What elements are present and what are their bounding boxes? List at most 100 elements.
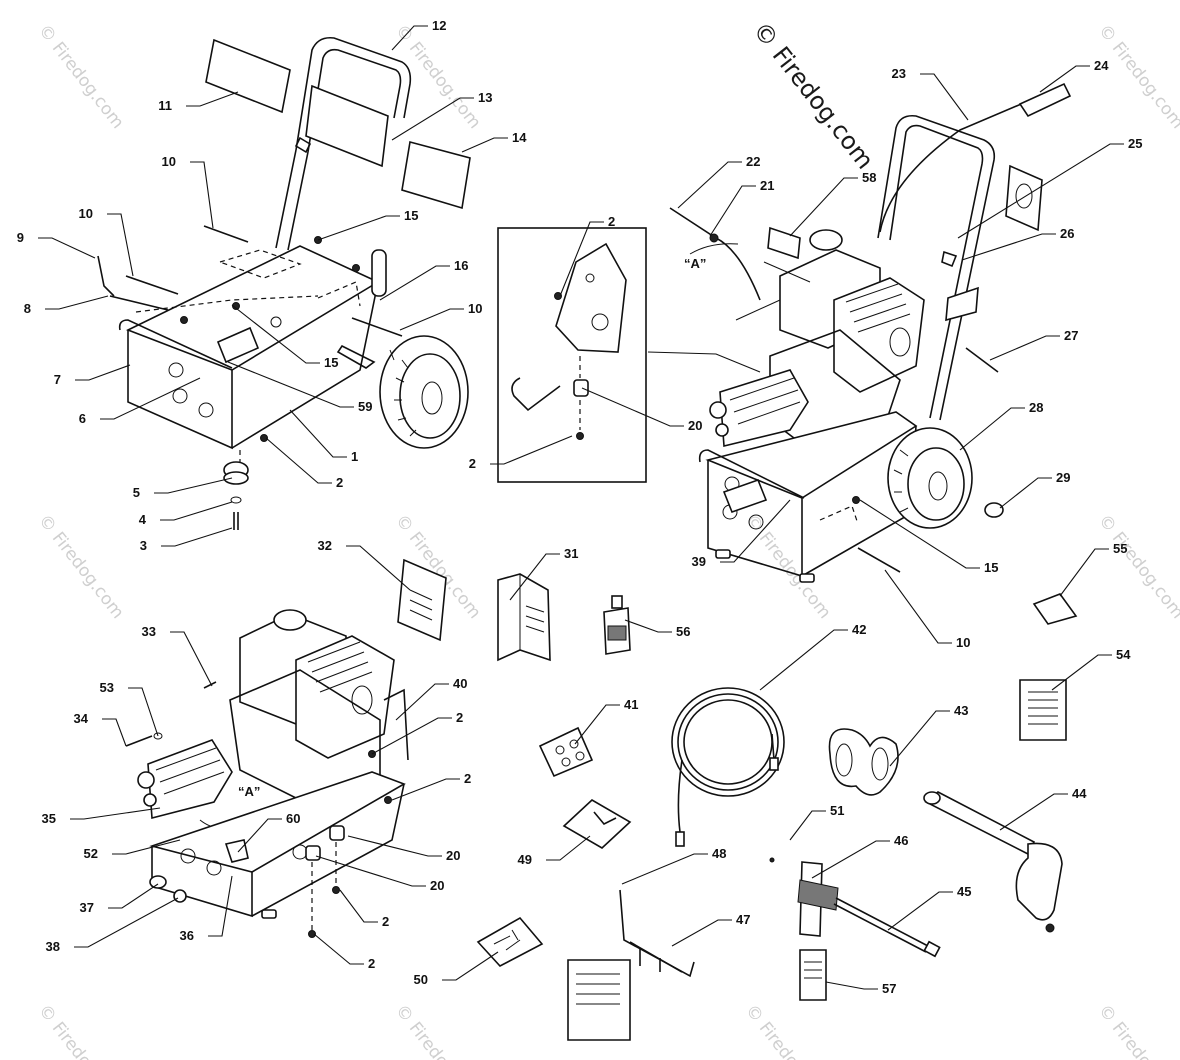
leader-line xyxy=(461,137,508,153)
callout-number: 48 xyxy=(712,846,726,861)
callout-number: 12 xyxy=(432,18,446,33)
callout-number: 27 xyxy=(1064,328,1078,343)
callout-35: 35 xyxy=(42,807,161,826)
callout-number: 54 xyxy=(1116,647,1131,662)
loose-parts xyxy=(397,558,1078,1041)
callout-36: 36 xyxy=(180,875,233,943)
leader-line xyxy=(759,629,848,691)
callout-number: 2 xyxy=(608,214,615,229)
callout-number: 52 xyxy=(84,846,98,861)
leader-line xyxy=(999,477,1052,509)
callout-number: 15 xyxy=(324,355,338,370)
callout-28: 28 xyxy=(959,400,1043,451)
callout-46: 46 xyxy=(811,833,908,879)
leader-line xyxy=(102,718,127,747)
callout-number: 23 xyxy=(892,66,906,81)
callout-number: 58 xyxy=(862,170,876,185)
leader-line xyxy=(720,499,791,563)
frame-assembly xyxy=(97,36,471,530)
leader-line xyxy=(1051,654,1112,691)
callout-number: 42 xyxy=(852,622,866,637)
leader-line xyxy=(391,97,474,141)
leader-line xyxy=(509,553,560,601)
callout-10: 10 xyxy=(162,154,214,229)
leader-line xyxy=(231,304,320,364)
callout-number: 33 xyxy=(142,624,156,639)
callout-number: 44 xyxy=(1072,786,1087,801)
assembled-unit: “A” xyxy=(669,82,1072,583)
callout-50: 50 xyxy=(414,951,499,987)
callout-34: 34 xyxy=(74,711,127,747)
callout-41: 41 xyxy=(574,697,638,745)
leader-line xyxy=(581,387,684,427)
callout-55: 55 xyxy=(1059,541,1127,597)
leader-line xyxy=(74,897,179,948)
leader-line xyxy=(957,143,1124,239)
leader-line xyxy=(45,295,109,310)
callout-number: 59 xyxy=(358,399,372,414)
leader-line xyxy=(442,951,499,981)
leader-line xyxy=(391,778,460,801)
callout-number: 43 xyxy=(954,703,968,718)
leader-line xyxy=(289,409,347,458)
leader-line xyxy=(395,683,449,721)
callout-number: 55 xyxy=(1113,541,1127,556)
callout-45: 45 xyxy=(887,884,971,931)
callout-2: 2 xyxy=(469,435,573,471)
callout-number: 60 xyxy=(286,811,300,826)
callout-57: 57 xyxy=(825,981,896,996)
leader-line xyxy=(399,308,464,331)
callout-47: 47 xyxy=(671,912,750,947)
leader-line xyxy=(339,889,378,923)
leader-line xyxy=(227,361,354,408)
leader-line xyxy=(811,840,890,879)
watermark-text: © Firedog.com xyxy=(741,511,835,623)
callout-59: 59 xyxy=(227,361,372,414)
callout-38: 38 xyxy=(46,897,179,954)
callout-number: 51 xyxy=(830,803,844,818)
leader-line xyxy=(490,435,573,465)
leader-line xyxy=(128,687,159,737)
callout-39: 39 xyxy=(692,499,791,569)
callout-3: 3 xyxy=(140,527,233,553)
callout-number: 16 xyxy=(454,258,468,273)
leader-line xyxy=(160,501,233,521)
leader-line xyxy=(574,704,620,745)
watermark-text: © Firedog.com xyxy=(391,1001,485,1060)
callout-10: 10 xyxy=(399,301,482,331)
leader-line xyxy=(709,185,756,237)
callout-number: 2 xyxy=(469,456,476,471)
leader-line xyxy=(100,377,201,420)
callout-10: 10 xyxy=(884,569,970,650)
leader-line xyxy=(1039,65,1090,93)
leader-line xyxy=(161,527,233,547)
callout-22: 22 xyxy=(677,154,760,209)
callout-23: 23 xyxy=(892,66,969,121)
callout-48: 48 xyxy=(621,846,726,885)
callout-15: 15 xyxy=(231,304,338,370)
callout-number: 14 xyxy=(512,130,527,145)
callout-37: 37 xyxy=(80,883,159,915)
callout-number: 10 xyxy=(79,206,93,221)
callout-number: 29 xyxy=(1056,470,1070,485)
leader-line xyxy=(371,717,452,755)
callout-number: 31 xyxy=(564,546,578,561)
callout-12: 12 xyxy=(391,18,446,51)
callout-number: 46 xyxy=(894,833,908,848)
callout-24: 24 xyxy=(1039,58,1109,93)
callout-number: 3 xyxy=(140,538,147,553)
leader-line xyxy=(208,875,233,937)
leader-line xyxy=(313,933,364,965)
callout-number: 10 xyxy=(468,301,482,316)
callout-number: 2 xyxy=(368,956,375,971)
callout-15: 15 xyxy=(859,499,998,575)
callout-6: 6 xyxy=(79,377,201,426)
callout-number: 10 xyxy=(162,154,176,169)
connection-label-a: “A” xyxy=(684,256,706,271)
watermark-text: © Firedog.com xyxy=(34,511,128,623)
leader-line xyxy=(961,233,1056,261)
leader-line xyxy=(265,437,332,484)
callout-number: 49 xyxy=(518,852,532,867)
callout-number: 22 xyxy=(746,154,760,169)
